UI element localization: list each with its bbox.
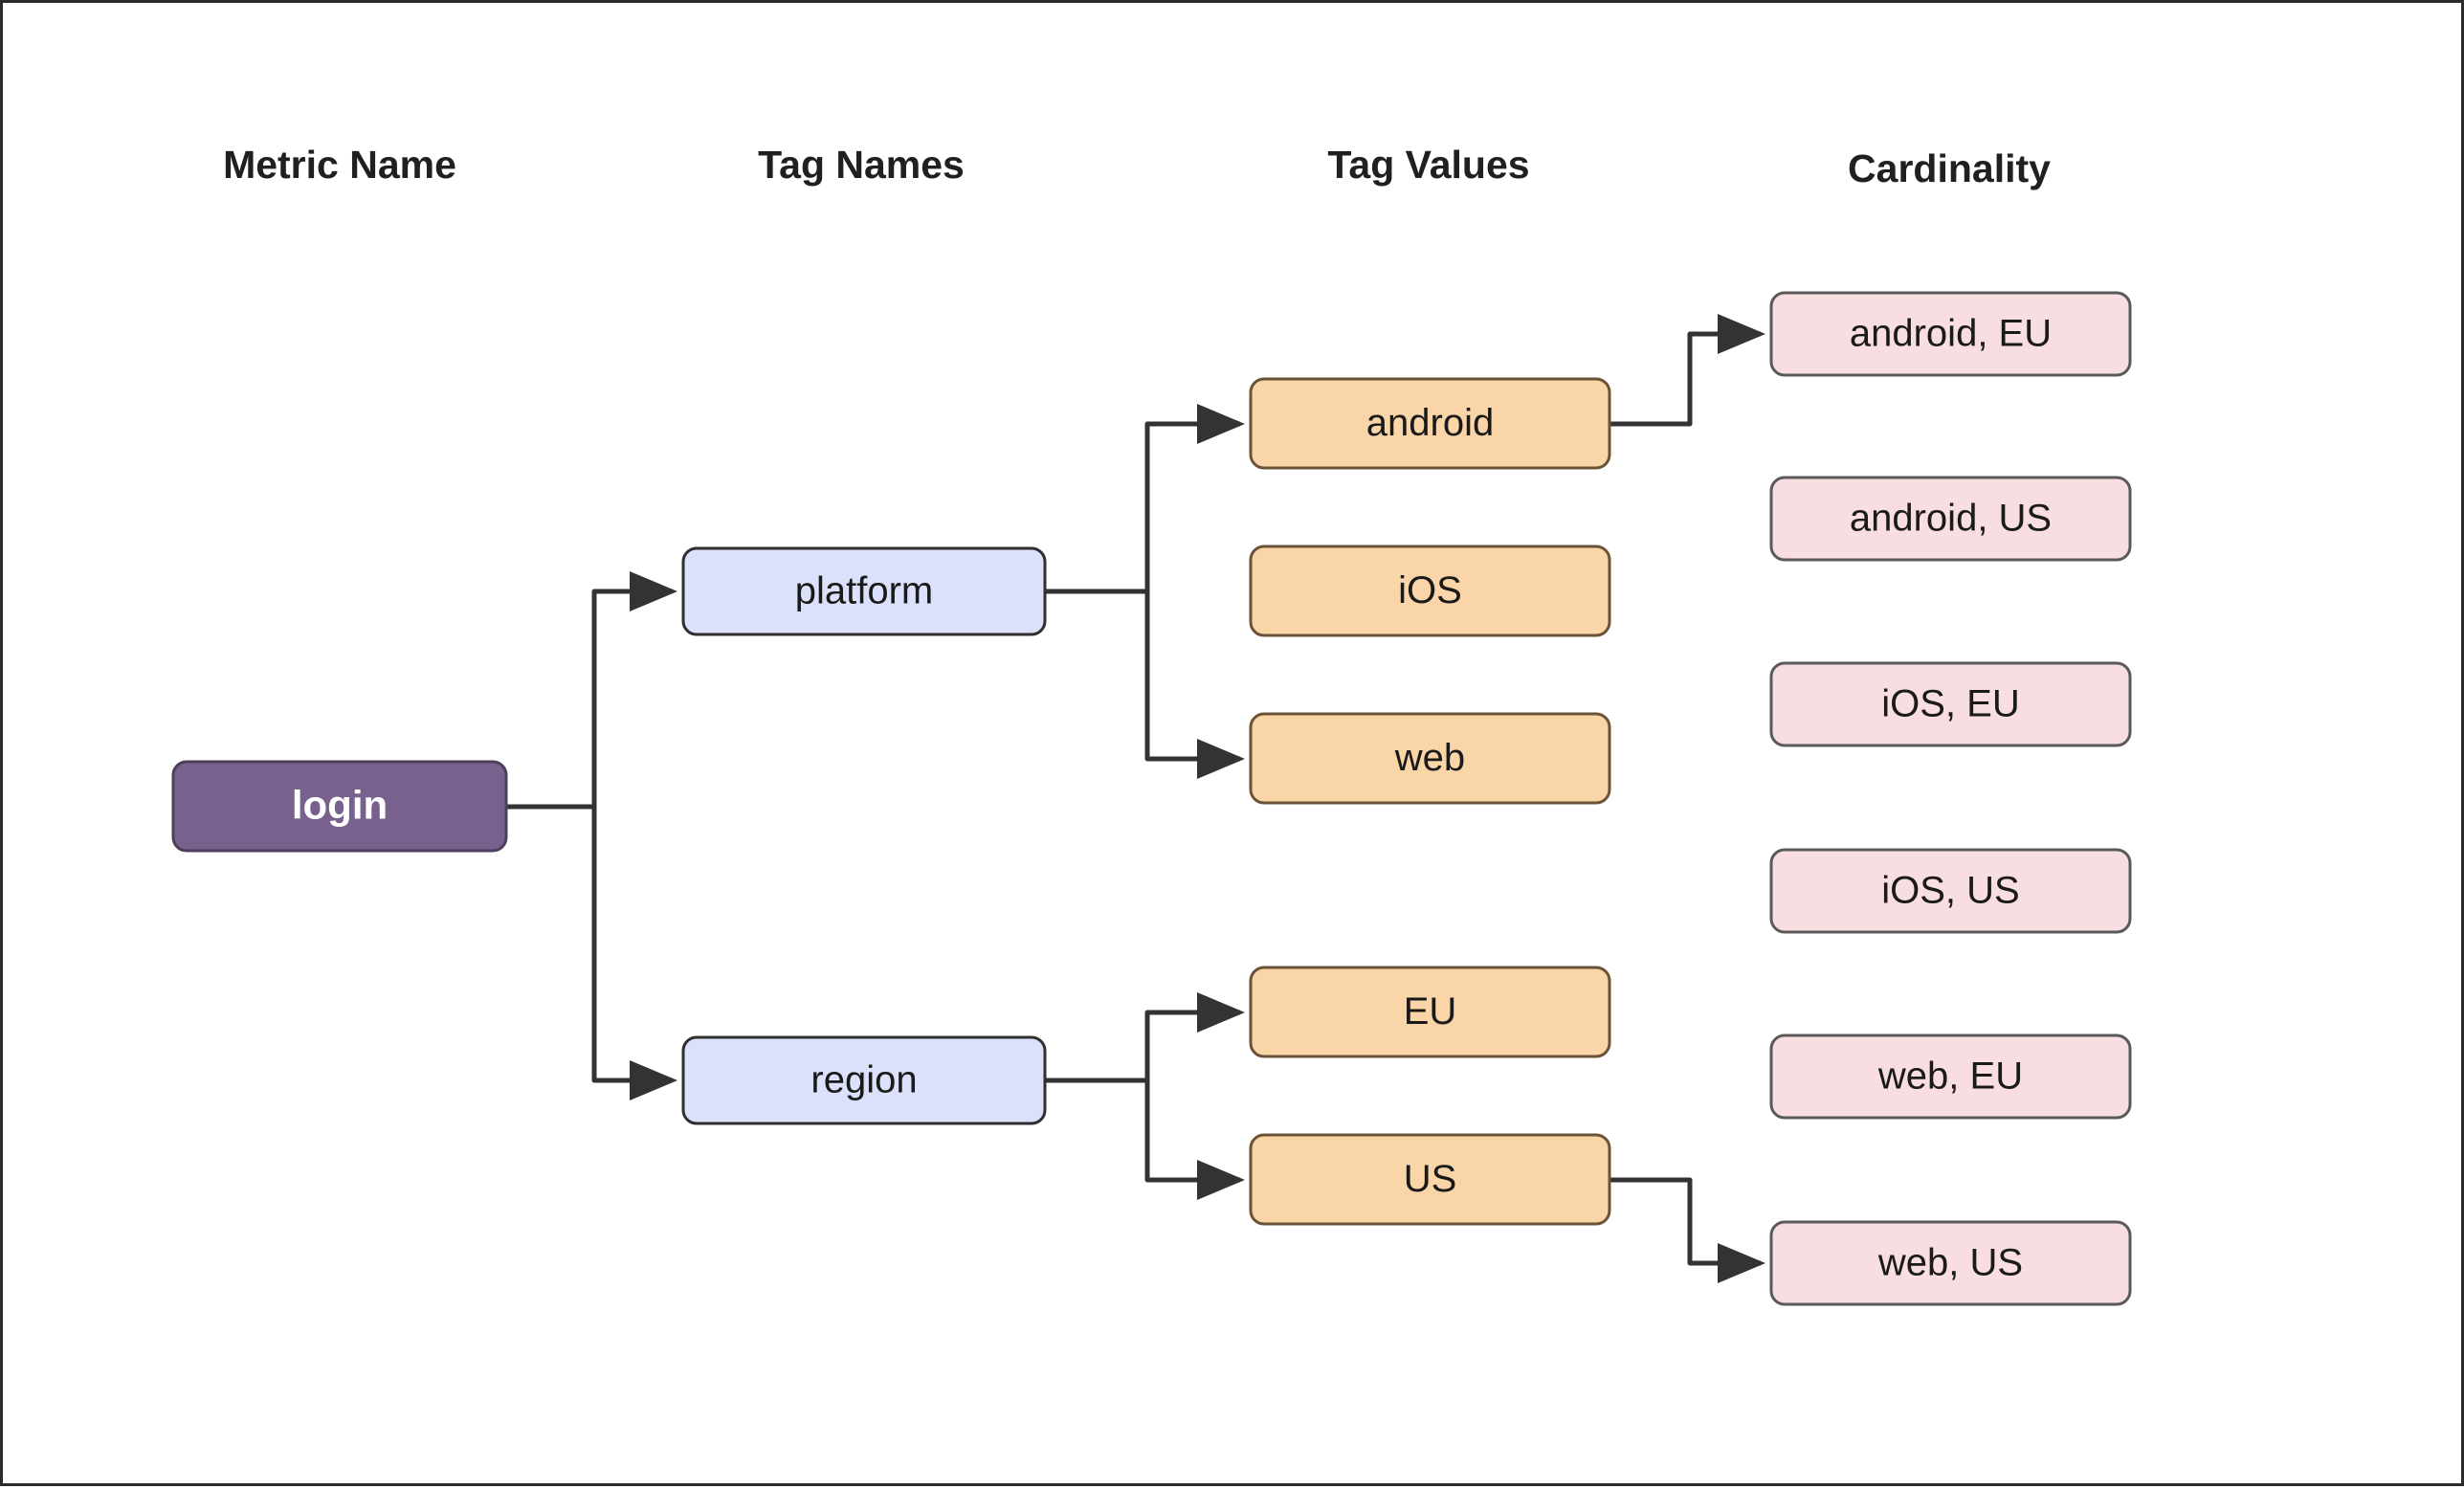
node-tag-value-android[interactable]: android (1249, 377, 1611, 470)
node-box (1249, 377, 1611, 470)
edge-platform-to-android (1045, 404, 1245, 594)
node-label: platform (795, 570, 934, 612)
edge-login-to-platform (506, 571, 677, 810)
node-tag-name-region[interactable]: region (681, 1035, 1047, 1125)
column-header-tag-names: Tag Names (758, 143, 965, 187)
node-label: iOS, EU (1881, 683, 2019, 725)
node-tag-value-ios[interactable]: iOS (1249, 544, 1611, 637)
edge-layer (506, 314, 1765, 1284)
node-label: EU (1404, 990, 1457, 1033)
node-label: android, US (1850, 498, 2052, 540)
node-box (1769, 291, 2132, 377)
node-label: web, EU (1877, 1056, 2023, 1098)
node-label: android (1366, 402, 1494, 444)
node-box (681, 1035, 1047, 1125)
node-box (1769, 661, 2132, 747)
node-tag-value-eu[interactable]: EU (1249, 966, 1611, 1058)
node-box (1249, 544, 1611, 637)
node-cardinality-ios-eu[interactable]: iOS, EU (1769, 661, 2132, 747)
node-box (1769, 848, 2132, 934)
node-box (1249, 712, 1611, 805)
node-box (171, 760, 508, 853)
node-box (681, 546, 1047, 636)
node-cardinality-android-us[interactable]: android, US (1769, 476, 2132, 562)
node-tag-name-platform[interactable]: platform (681, 546, 1047, 636)
edge-android-to-android-eu (1609, 314, 1765, 427)
node-box (1769, 1033, 2132, 1120)
column-header-layer: Metric Name Tag Names Tag Values Cardinalit… (223, 143, 2051, 190)
edge-platform-to-web (1045, 589, 1245, 780)
column-header-cardinality: Cardinality (1848, 146, 2051, 190)
node-label: web (1394, 737, 1465, 779)
edge-region-to-eu (1045, 992, 1245, 1083)
edge-region-to-us (1045, 1078, 1245, 1201)
node-label: US (1404, 1158, 1457, 1200)
node-cardinality-android-eu[interactable]: android, EU (1769, 291, 2132, 377)
node-box (1769, 1220, 2132, 1306)
node-cardinality-web-us[interactable]: web, US (1769, 1220, 2132, 1306)
node-box (1249, 966, 1611, 1058)
node-box (1769, 476, 2132, 562)
node-cardinality-web-eu[interactable]: web, EU (1769, 1033, 2132, 1120)
node-tag-value-us[interactable]: US (1249, 1133, 1611, 1226)
node-label: web, US (1877, 1242, 2023, 1284)
node-label: android, EU (1850, 313, 2052, 355)
column-header-tag-values: Tag Values (1327, 143, 1529, 187)
node-label: iOS, US (1881, 870, 2019, 912)
node-cardinality-ios-us[interactable]: iOS, US (1769, 848, 2132, 934)
column-header-metric-name: Metric Name (223, 143, 456, 187)
node-box (1249, 1133, 1611, 1226)
node-label: iOS (1398, 569, 1462, 611)
node-metric-login[interactable]: login (171, 760, 508, 853)
edge-login-to-region (506, 804, 677, 1101)
node-label: region (810, 1059, 917, 1101)
node-tag-value-web[interactable]: web (1249, 712, 1611, 805)
node-label: login (292, 783, 388, 828)
edge-us-to-web-us (1609, 1177, 1765, 1284)
